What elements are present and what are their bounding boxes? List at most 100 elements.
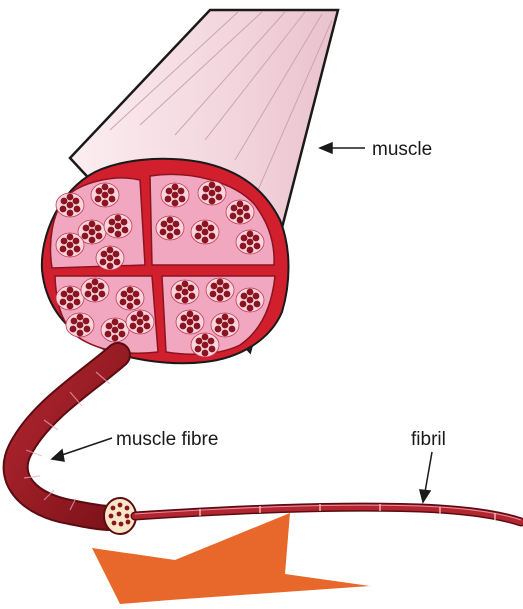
fibre-cell	[195, 346, 202, 353]
fibre-cell	[67, 303, 74, 310]
fibre-cell	[105, 331, 112, 338]
fibre-cell	[114, 259, 121, 266]
fibre-cell	[67, 287, 74, 294]
fibre-cell	[209, 190, 216, 197]
fibre-arrowhead	[52, 450, 64, 461]
fibre-cell	[193, 315, 200, 322]
fibre-cell	[182, 281, 189, 288]
fibre-cell	[202, 229, 209, 236]
fibre-cell	[67, 194, 74, 201]
fibre-cell	[240, 301, 247, 308]
fibre-cell	[67, 202, 74, 209]
fibre-cell	[77, 322, 84, 329]
fibre-cell	[143, 315, 150, 322]
fibre-cell	[99, 291, 106, 298]
fibre-cell	[222, 314, 229, 321]
fibre-cell	[73, 291, 80, 298]
fibre-cell	[107, 255, 114, 262]
fibre-cell	[130, 323, 137, 330]
fibre-cell	[237, 209, 244, 216]
fibre-cell	[173, 221, 180, 228]
fibre-cell	[223, 283, 230, 290]
fibre-cell	[74, 299, 81, 306]
fibre-cell	[115, 231, 122, 238]
fibre-cell	[74, 246, 81, 253]
label-fibril: fibril	[411, 429, 446, 450]
fibre-cell	[202, 342, 209, 349]
fibre-cell	[253, 235, 260, 242]
fibre-cell	[112, 327, 119, 334]
fibre-cell	[89, 229, 96, 236]
fibre-cell	[100, 259, 107, 266]
fibre-cell	[243, 205, 250, 212]
fibre-cell	[160, 229, 167, 236]
fibre-cell	[172, 184, 179, 191]
fibre-cell	[113, 251, 120, 258]
fibre-cell	[112, 335, 119, 342]
fibre-cell	[92, 279, 99, 286]
fibre-cell	[208, 225, 215, 232]
fibre-cell	[247, 305, 254, 312]
fibre-cell	[106, 323, 113, 330]
fibre-cell	[127, 303, 134, 310]
fibre-cell	[120, 299, 127, 306]
fibre-cell	[161, 221, 168, 228]
label-muscle: muscle	[372, 139, 432, 160]
fibre-cell	[167, 217, 174, 224]
fibre-cell	[67, 242, 74, 249]
fibre-cell	[134, 299, 141, 306]
fibre-cell	[237, 217, 244, 224]
fibre-cell	[144, 323, 151, 330]
fibre-cell	[95, 196, 102, 203]
fibre-cell	[196, 225, 203, 232]
fibre-cell	[74, 206, 81, 213]
fibre-cell	[216, 194, 223, 201]
fibre-cell	[222, 330, 229, 337]
fibre-cell	[61, 198, 68, 205]
fibre-cell	[209, 182, 216, 189]
fibre-cell	[254, 243, 261, 250]
fibril-arrowhead	[420, 490, 430, 502]
fibre-cell	[202, 334, 209, 341]
fibre-cell	[247, 297, 254, 304]
fibre-cell	[222, 322, 229, 329]
fibre-cell	[182, 297, 189, 304]
fibre-cell	[215, 186, 222, 193]
fibre-cell	[178, 188, 185, 195]
fibre-cell	[209, 233, 216, 240]
fibre-cell	[73, 198, 80, 205]
fibre-cell	[98, 283, 105, 290]
fibre-cell	[202, 194, 209, 201]
fibre-cell	[166, 188, 173, 195]
fibre-cell	[247, 239, 254, 246]
fibre-cell	[172, 192, 179, 199]
fibre-cell	[254, 301, 261, 308]
fibre-cell	[61, 238, 68, 245]
fibre-cell	[89, 221, 96, 228]
fibre-cell	[181, 315, 188, 322]
fibre-cell	[247, 231, 254, 238]
fibre-cell	[228, 318, 235, 325]
fibre-cell	[210, 291, 217, 298]
fibre-cell	[187, 319, 194, 326]
fibre-cell	[95, 225, 102, 232]
fibre-cell	[217, 295, 224, 302]
fibre-cell	[241, 235, 248, 242]
fibre-cell	[179, 196, 186, 203]
fibre-cell	[202, 237, 209, 244]
fibre-cell	[107, 247, 114, 254]
fibre-cell	[109, 219, 116, 226]
fibre-cell	[165, 196, 172, 203]
fibre-cell	[107, 263, 114, 270]
fibre-cell	[127, 287, 134, 294]
fibre-cell	[215, 326, 222, 333]
fibre-cell	[133, 291, 140, 298]
fibre-cell	[60, 299, 67, 306]
fibre-cell	[73, 238, 80, 245]
fibre-cell	[253, 293, 260, 300]
fibre-cell	[127, 295, 134, 302]
fibre-cell	[172, 200, 179, 207]
fibre-cell	[194, 323, 201, 330]
